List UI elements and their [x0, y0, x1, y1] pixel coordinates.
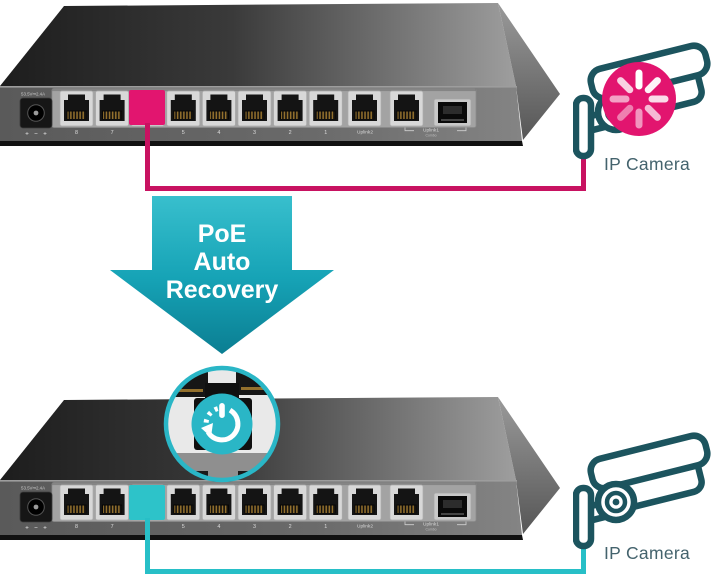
ip-camera-bottom: [573, 418, 715, 558]
cable-segment: [581, 543, 586, 574]
rj45-plug-teal-icon: [129, 485, 165, 520]
restart-arrow-icon: [205, 407, 241, 443]
ip-camera-label-top: IP Camera: [604, 154, 691, 174]
power-bar-icon: [219, 403, 225, 418]
cable-segment: [145, 569, 586, 574]
ip-camera-top: [573, 28, 715, 168]
rj45-plug-pink-icon: [129, 90, 165, 125]
dotted-arc-icon: [203, 405, 222, 424]
poe-auto-recovery-arrow: PoE Auto Recovery: [110, 196, 334, 354]
poe-restart-icon: [191, 393, 253, 455]
cable-segment: [145, 518, 150, 574]
arrow-label-line2: Auto: [193, 248, 251, 276]
arrow-label-line1: PoE: [197, 220, 247, 248]
ip-camera-label-bottom: IP Camera: [604, 543, 691, 563]
cable-segment: [581, 150, 586, 191]
recovery-magnifier-circle: [163, 365, 281, 483]
magnifier-ring: [163, 365, 281, 483]
cable-segment: [145, 186, 586, 191]
cable-segment: [145, 123, 150, 191]
loading-spinner-icon: [602, 62, 676, 136]
poe-switch-top: [0, 2, 565, 152]
arrow-label-line3: Recovery: [165, 276, 279, 304]
